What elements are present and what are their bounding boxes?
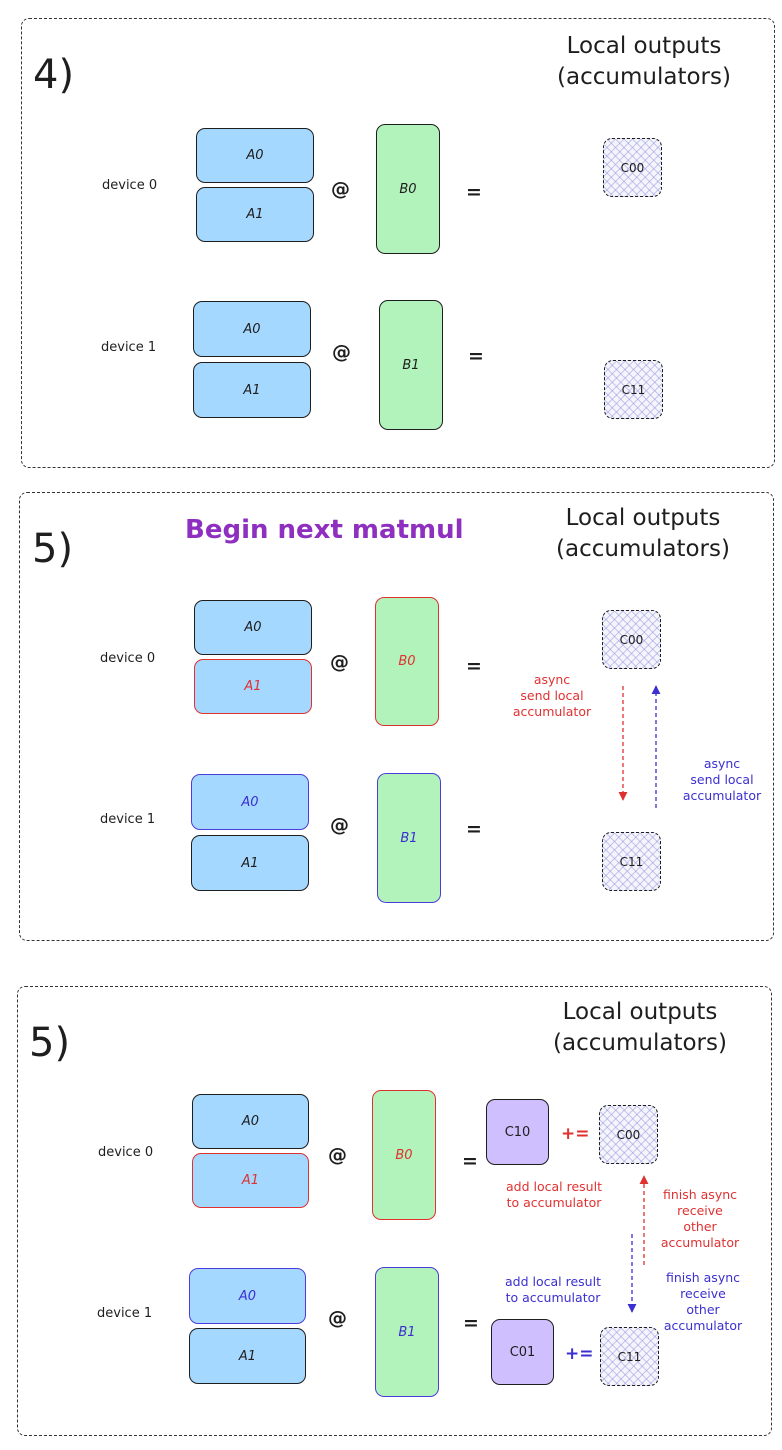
block-a0: A0	[191, 774, 309, 830]
plus-equals-sign: +=	[565, 1344, 594, 1364]
device-0-label: device 0	[98, 1145, 154, 1160]
block-a1: A1	[189, 1328, 306, 1384]
matmul-operator: @	[330, 814, 349, 836]
block-b0: B0	[376, 124, 440, 254]
accumulator-c00: C00	[602, 610, 661, 669]
block-a1: A1	[192, 1153, 309, 1208]
device-1-label: device 1	[100, 812, 156, 827]
device-1-label: device 1	[97, 1306, 153, 1321]
panel-title: Local outputs (accumulators)	[557, 33, 731, 90]
equals-sign: =	[462, 1150, 478, 1172]
matmul-operator: @	[332, 341, 351, 363]
block-b0: B0	[375, 597, 439, 726]
block-a0: A0	[194, 600, 312, 655]
equals-sign: =	[466, 181, 482, 203]
panel-step-5-accumulate	[17, 986, 772, 1436]
panel-title: Local outputs (accumulators)	[553, 999, 727, 1056]
device-0-label: device 0	[102, 178, 158, 193]
equals-sign: =	[463, 1312, 479, 1334]
step-label: 4)	[33, 52, 75, 98]
block-a0: A0	[189, 1268, 306, 1324]
block-b1: B1	[379, 300, 443, 430]
block-a0: A0	[196, 128, 314, 183]
add-local-result-note-red: add local result to accumulator	[506, 1179, 602, 1210]
accumulator-c11: C11	[602, 832, 661, 891]
equals-sign: =	[466, 818, 482, 840]
equals-sign: =	[468, 345, 484, 367]
block-a1: A1	[194, 659, 312, 714]
finish-async-note-blue: finish async receive other accumulator	[663, 1270, 743, 1333]
block-b1: B1	[375, 1267, 439, 1397]
panel-step-4	[21, 18, 775, 468]
matmul-operator: @	[330, 651, 349, 673]
block-b0: B0	[372, 1090, 436, 1220]
step-label: 5)	[32, 526, 74, 572]
local-result-c01: C01	[491, 1319, 554, 1385]
async-send-note-blue: async send local accumulator	[682, 756, 762, 803]
accumulator-c00: C00	[599, 1105, 658, 1164]
block-a0: A0	[193, 301, 311, 357]
matmul-operator: @	[328, 1144, 347, 1166]
step-label: 5)	[29, 1020, 71, 1066]
plus-equals-sign: +=	[561, 1124, 590, 1144]
device-0-label: device 0	[100, 651, 156, 666]
block-a1: A1	[193, 362, 311, 418]
local-result-c10: C10	[486, 1099, 549, 1165]
accumulator-c11: C11	[604, 360, 663, 419]
block-a1: A1	[191, 835, 309, 891]
device-1-label: device 1	[101, 340, 157, 355]
block-a1: A1	[196, 187, 314, 242]
panel-heading: Begin next matmul	[185, 515, 464, 545]
panel-title: Local outputs (accumulators)	[556, 505, 730, 562]
async-send-note-red: async send local accumulator	[512, 672, 592, 719]
equals-sign: =	[466, 655, 482, 677]
add-local-result-note-blue: add local result to accumulator	[505, 1274, 601, 1305]
matmul-operator: @	[331, 178, 350, 200]
accumulator-c00: C00	[603, 138, 662, 197]
finish-async-note-red: finish async receive other accumulator	[660, 1187, 740, 1250]
block-b1: B1	[377, 773, 441, 903]
panel-step-5-begin	[19, 492, 774, 941]
block-a0: A0	[192, 1094, 309, 1149]
accumulator-c11: C11	[600, 1327, 659, 1386]
matmul-operator: @	[328, 1307, 347, 1329]
